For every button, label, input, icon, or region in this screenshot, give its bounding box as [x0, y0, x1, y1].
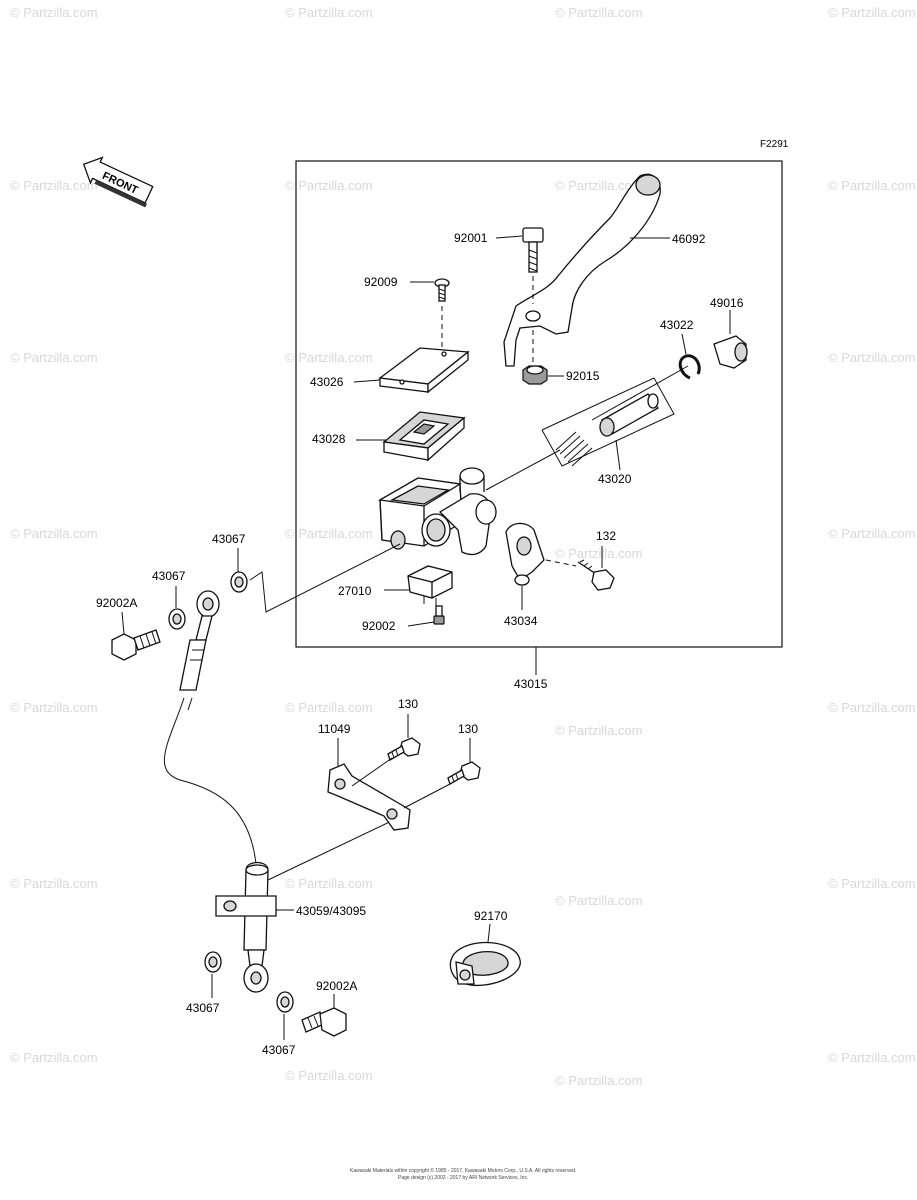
cap-screw — [434, 278, 450, 302]
watermark: © Partzilla.com — [555, 723, 643, 738]
watermark: © Partzilla.com — [10, 876, 98, 891]
copper-washer — [276, 991, 294, 1013]
label-130-right: 130 — [458, 722, 478, 736]
watermark: © Partzilla.com — [285, 876, 373, 891]
watermark: © Partzilla.com — [828, 876, 916, 891]
label-43067-lower-right: 43067 — [262, 1043, 296, 1057]
diaphragm — [382, 411, 466, 462]
label-43028: 43028 — [312, 432, 346, 446]
watermark: © Partzilla.com — [555, 178, 643, 193]
label-43026: 43026 — [310, 375, 344, 389]
lower-hose-fitting — [215, 861, 277, 993]
diagram-code: F2291 — [760, 139, 789, 150]
label-43067-upper-right: 43067 — [212, 532, 246, 546]
watermark: © Partzilla.com — [285, 1068, 373, 1083]
pivot-nut — [522, 365, 548, 385]
label-130-left: 130 — [398, 697, 418, 711]
bracket-bolt — [387, 737, 421, 761]
label-43015: 43015 — [514, 677, 548, 691]
watermark: © Partzilla.com — [10, 5, 98, 20]
watermark: © Partzilla.com — [555, 546, 643, 561]
brake-switch — [407, 565, 453, 606]
hose-clamp — [449, 941, 521, 986]
watermark: © Partzilla.com — [10, 350, 98, 365]
label-49016: 49016 — [710, 296, 744, 310]
copyright-line: Page design (c) 2002 - 2017 by ARI Netwo… — [398, 1175, 528, 1181]
brake-hose — [163, 590, 257, 865]
bracket-bolt — [447, 761, 481, 785]
watermark: © Partzilla.com — [285, 526, 373, 541]
copper-washer — [204, 951, 222, 973]
watermark: © Partzilla.com — [285, 350, 373, 365]
master-cylinder-body — [378, 467, 497, 556]
label-92009: 92009 — [364, 275, 398, 289]
piston — [599, 393, 659, 437]
label-43022: 43022 — [660, 318, 694, 332]
label-92001: 92001 — [454, 231, 488, 245]
circlip — [678, 354, 701, 380]
watermark: © Partzilla.com — [828, 526, 916, 541]
label-92170: 92170 — [474, 909, 508, 923]
watermark: © Partzilla.com — [10, 700, 98, 715]
switch-screw — [433, 605, 445, 625]
piston-spring — [555, 431, 593, 467]
pivot-bolt — [522, 227, 544, 273]
banjo-bolt — [301, 1007, 347, 1037]
copper-washer — [168, 608, 186, 630]
dust-boot — [713, 335, 748, 369]
assembly-frame — [295, 160, 783, 648]
watermark: © Partzilla.com — [10, 1050, 98, 1065]
watermark: © Partzilla.com — [555, 1073, 643, 1088]
watermark: © Partzilla.com — [828, 350, 916, 365]
watermark: © Partzilla.com — [10, 526, 98, 541]
label-43020: 43020 — [598, 472, 632, 486]
front-arrow-icon: FRONT — [82, 156, 154, 208]
label-43067-lower-left: 43067 — [186, 1001, 220, 1015]
watermark: © Partzilla.com — [10, 178, 98, 193]
label-132: 132 — [596, 529, 616, 543]
watermark: © Partzilla.com — [828, 1050, 916, 1065]
label-92015: 92015 — [566, 369, 600, 383]
watermark: © Partzilla.com — [555, 893, 643, 908]
copper-washer — [230, 571, 248, 593]
watermark: © Partzilla.com — [555, 5, 643, 20]
label-11049: 11049 — [318, 722, 351, 736]
copyright-line: Kawasaki Materials within copyright © 19… — [350, 1167, 576, 1174]
handlebar-clamp — [505, 522, 545, 586]
label-92002: 92002 — [362, 619, 396, 633]
label-92002A-upper: 92002A — [96, 596, 137, 610]
watermark: © Partzilla.com — [285, 5, 373, 20]
label-27010: 27010 — [338, 584, 372, 598]
watermark-grid: © Partzilla.com © Partzilla.com © Partzi… — [10, 5, 916, 1088]
watermark: © Partzilla.com — [828, 5, 916, 20]
reservoir-cap — [378, 347, 470, 394]
watermark: © Partzilla.com — [285, 178, 373, 193]
label-43067-upper-left: 43067 — [152, 569, 186, 583]
label-46092: 46092 — [672, 232, 706, 246]
watermark: © Partzilla.com — [828, 700, 916, 715]
watermark: © Partzilla.com — [285, 700, 373, 715]
clamp-bolt — [577, 559, 615, 591]
label-43034: 43034 — [504, 614, 538, 628]
hose-bracket — [327, 763, 411, 831]
banjo-bolt — [111, 629, 161, 661]
label-92002A-lower: 92002A — [316, 979, 357, 993]
label-43059-43095: 43059/43095 — [296, 904, 366, 918]
watermark: © Partzilla.com — [828, 178, 916, 193]
callouts: 92001 46092 92009 49016 43022 43026 9201… — [96, 231, 744, 1057]
brake-lever — [503, 173, 661, 367]
